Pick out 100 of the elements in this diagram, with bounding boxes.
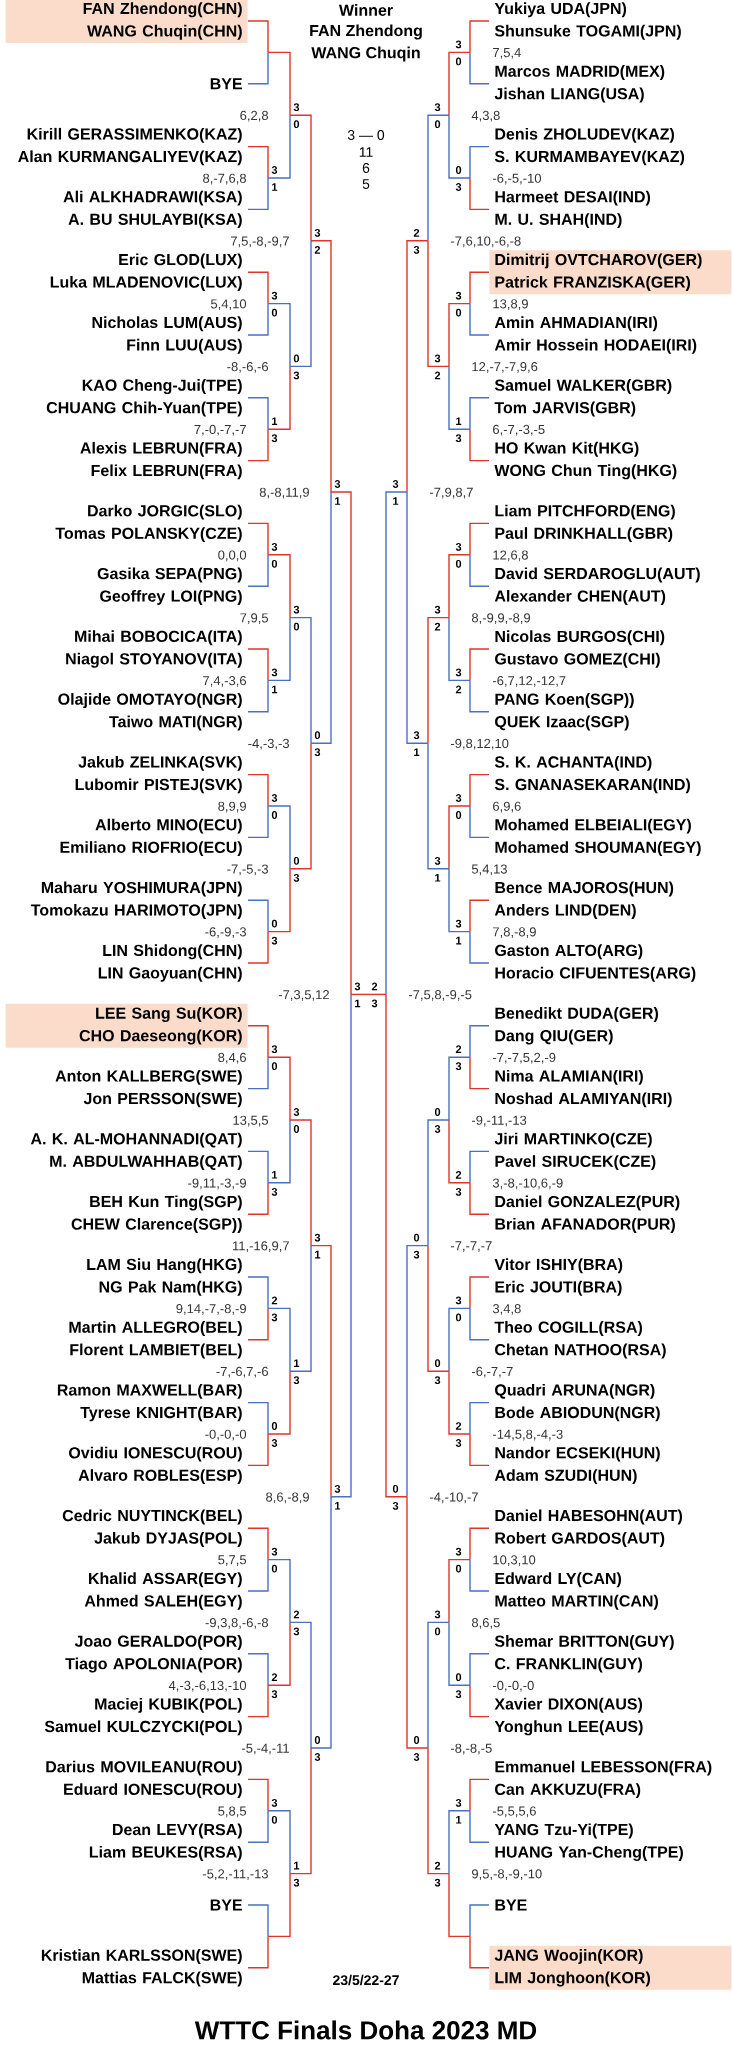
set-score: 3 bbox=[271, 1187, 278, 1196]
set-score: 0 bbox=[455, 1673, 462, 1682]
game-scores: 3,-8,-10,6,-9 bbox=[492, 1178, 563, 1190]
set-score: 3 bbox=[455, 40, 462, 49]
set-score: 3 bbox=[293, 1627, 300, 1636]
set-score: 0 bbox=[271, 1422, 278, 1430]
team-name: BYE bbox=[495, 1899, 527, 1911]
game-scores: -5,5,5,6 bbox=[492, 1806, 536, 1818]
set-score: 1 bbox=[393, 497, 399, 505]
set-score: 0 bbox=[413, 1736, 420, 1744]
set-score: 3 bbox=[293, 873, 300, 882]
set-score: 1 bbox=[272, 417, 278, 425]
set-score: 3 bbox=[271, 542, 278, 551]
set-score: 3 bbox=[271, 291, 278, 300]
set-score: 3 bbox=[293, 605, 300, 614]
team-name: Ali ALKHADRAWI(KSA) A. BU SHULAYBI(KSA) bbox=[63, 190, 242, 229]
set-score: 3 bbox=[455, 1439, 462, 1447]
team-name: Gasika SEPA(PNG) Geoffrey LOI(PNG) bbox=[97, 567, 242, 605]
highlighted-team: LEE Sang Su(KOR) CHO Daeseong(KOR) bbox=[5, 1003, 248, 1048]
game-scores: -7,-7,5,2,-9 bbox=[492, 1052, 556, 1064]
set-score: 2 bbox=[455, 1045, 462, 1054]
set-score: 0 bbox=[271, 1062, 278, 1071]
game-scores: -4,-10,-7 bbox=[429, 1492, 478, 1504]
set-score: 2 bbox=[271, 1673, 278, 1682]
set-score: 0 bbox=[314, 1736, 321, 1744]
team-name: Mihai BOBOCICA(ITA) Niagol STOYANOV(ITA) bbox=[66, 630, 242, 668]
game-scores: 7,8,-8,9 bbox=[493, 927, 536, 938]
game-scores: -7,3,5,12 bbox=[278, 990, 329, 1001]
set-score: 0 bbox=[271, 559, 278, 568]
game-scores: -0,-0,-0 bbox=[205, 1429, 247, 1441]
set-score: 3 bbox=[455, 794, 462, 802]
set-score: 3 bbox=[455, 919, 462, 928]
game-scores: 8,-8,11,9 bbox=[259, 487, 309, 499]
set-score: 1 bbox=[335, 497, 341, 505]
game-scores: -9,3,8,-6,-8 bbox=[205, 1618, 268, 1629]
set-score: 0 bbox=[455, 1564, 462, 1573]
game-scores: 7,4,-3,6 bbox=[203, 676, 246, 687]
set-score: 0 bbox=[271, 919, 278, 928]
set-score: 2 bbox=[271, 1296, 278, 1305]
game-scores: 7,-0,-7,-7 bbox=[194, 424, 246, 436]
team-name: Benedikt DUDA(GER) Dang QIU(GER) bbox=[495, 1007, 658, 1045]
set-score: 1 bbox=[272, 1171, 278, 1179]
set-score: 3 bbox=[455, 668, 462, 677]
set-score: 0 bbox=[434, 1359, 441, 1368]
game-scores: 9,5,-8,-9,-10 bbox=[472, 1869, 542, 1880]
team-name: Xavier DIXON(AUS) Yonghun LEE(AUS) bbox=[494, 1697, 643, 1736]
game-score: 5 bbox=[362, 179, 370, 189]
team-name: BYE bbox=[210, 1899, 242, 1911]
set-score: 3 bbox=[413, 245, 420, 254]
set-score: 0 bbox=[271, 308, 278, 317]
game-scores: -7,9,8,7 bbox=[429, 487, 473, 499]
team-name: Daniel HABESOHN(AUT) Robert GARDOS(AUT) bbox=[495, 1509, 682, 1547]
team-name: Kirill GERASSIMENKO(KAZ) Alan KURMANGALIYEV(KAZ) bbox=[18, 127, 242, 166]
game-scores: 9,14,-7,-8,-9 bbox=[176, 1304, 246, 1315]
game-scores: -6,7,12,-12,7 bbox=[492, 676, 566, 687]
set-score: 0 bbox=[455, 166, 462, 174]
set-score: 3 bbox=[334, 1484, 341, 1493]
set-score: 3 bbox=[455, 1187, 462, 1196]
set-score: 2 bbox=[314, 245, 321, 254]
set-score: 1 bbox=[294, 1861, 300, 1870]
set-score: 3 bbox=[293, 1108, 300, 1116]
team-name: PANG Koen(SGP)) QUEK Izaac(SGP) bbox=[495, 693, 634, 731]
team-name: LIN Shidong(CHN) LIN Gaoyuan(CHN) bbox=[98, 944, 242, 982]
date-text: 23/5/22-27 bbox=[333, 1974, 399, 1986]
team-name: Harmeet DESAI(IND) M. U. SHAH(IND) bbox=[495, 190, 651, 229]
set-score: 0 bbox=[434, 1108, 441, 1116]
team-name: Nicolas BURGOS(CHI) Gustavo GOMEZ(CHI) bbox=[495, 630, 665, 668]
game-scores: 8,-7,6,8 bbox=[203, 173, 246, 185]
set-score: 3 bbox=[455, 183, 462, 191]
game-score: 6 bbox=[362, 163, 370, 173]
set-score: 1 bbox=[294, 1359, 300, 1367]
set-score: 3 bbox=[271, 434, 278, 443]
team-name: Denis ZHOLUDEV(KAZ) S. KURMAMBAYEV(KAZ) bbox=[494, 127, 685, 166]
final-score: 3 — 0 bbox=[347, 130, 385, 140]
set-score: 3 bbox=[271, 1547, 278, 1556]
set-score: 0 bbox=[314, 731, 321, 740]
team-name: Nima ALAMIAN(IRI) Noshad ALAMIYAN(IRI) bbox=[495, 1069, 672, 1108]
set-score: 1 bbox=[315, 1250, 321, 1259]
set-score: 3 bbox=[434, 103, 441, 112]
set-score: 3 bbox=[455, 1296, 462, 1305]
game-scores: 13,5,5 bbox=[233, 1115, 269, 1127]
game-scores: 7,5,-8,-9,7 bbox=[231, 236, 289, 248]
set-score: 3 bbox=[271, 1690, 278, 1699]
team-name: Kristian KARLSSON(SWE) Mattias FALCK(SWE) bbox=[41, 1949, 242, 1987]
set-score: 0 bbox=[293, 120, 300, 129]
set-score: 3 bbox=[455, 1690, 462, 1699]
game-scores: 4,-3,-6,13,-10 bbox=[168, 1680, 247, 1692]
game-scores: -9,11,-3,-9 bbox=[188, 1178, 246, 1190]
team-name: Maharu YOSHIMURA(JPN) Tomokazu HARIMOTO(JPN) bbox=[30, 881, 242, 919]
team-name: Maciej KUBIK(POL) Samuel KULCZYCKI(POL) bbox=[44, 1697, 242, 1736]
game-scores: 5,8,5 bbox=[218, 1806, 247, 1818]
title: WTTC Finals Doha 2023 MD bbox=[194, 2020, 537, 2040]
game-scores: 6,-7,-3,-5 bbox=[493, 424, 545, 436]
game-scores: 7,5,4 bbox=[493, 48, 521, 59]
set-score: 3 bbox=[271, 794, 278, 802]
game-scores: -8,-8,-5 bbox=[450, 1743, 492, 1755]
team-name: BEH Kun Ting(SGP) CHEW Clarence(SGP)) bbox=[71, 1195, 242, 1233]
set-score: 0 bbox=[293, 856, 300, 865]
set-score: 2 bbox=[293, 1610, 300, 1619]
set-score: 3 bbox=[314, 748, 321, 757]
